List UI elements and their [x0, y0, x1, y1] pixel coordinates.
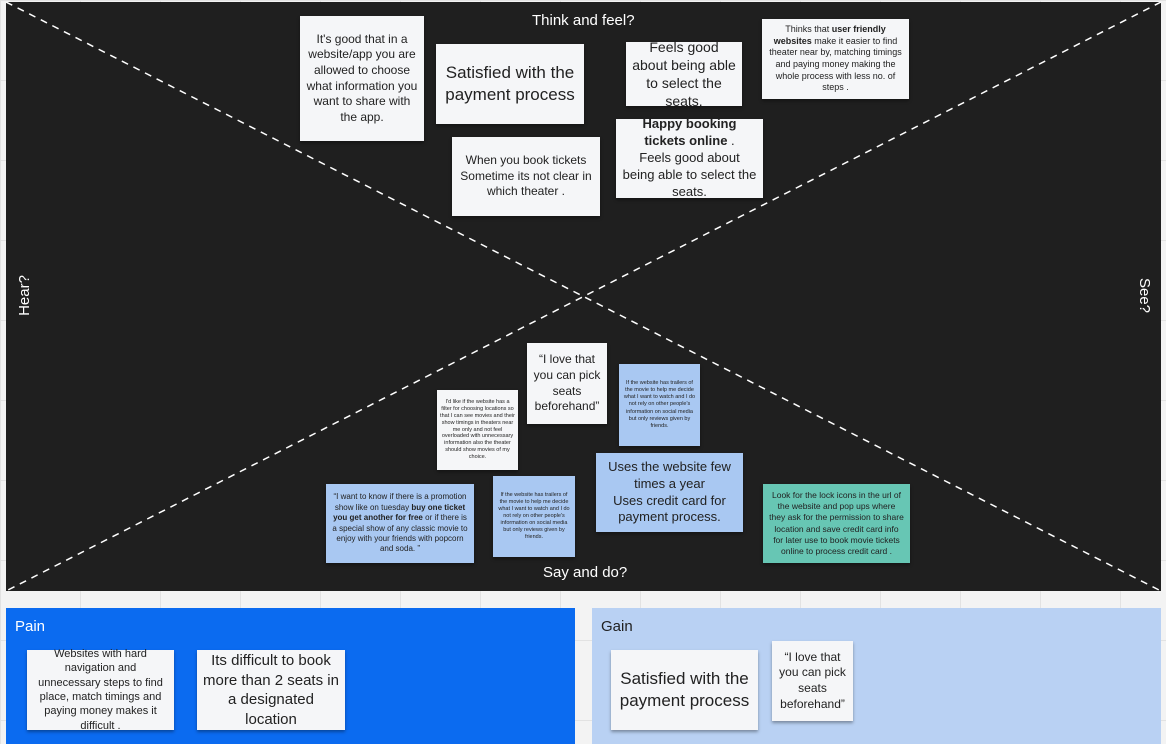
sticky-note-text: I'd like if the website has a filter for… — [440, 399, 515, 461]
sticky-note-text: If the website has trailers of the movie… — [623, 380, 696, 429]
sticky-note-text: “I love that you can pick seats beforeha… — [779, 649, 846, 711]
sticky-note-text: Its difficult to book more than 2 seats … — [203, 652, 339, 728]
sticky-note-text: “I want to know if there is a promotion … — [332, 492, 468, 554]
sticky-note[interactable]: Websites with hard navigation and unnece… — [27, 648, 174, 732]
sticky-note[interactable]: Satisfied with the payment process — [611, 650, 758, 730]
sticky-note[interactable]: If the website has trailers of the movie… — [619, 364, 700, 446]
sticky-note[interactable]: Uses the website few times a year Uses c… — [596, 453, 743, 532]
sticky-note-text: “I love that you can pick seats beforeha… — [533, 352, 601, 414]
sticky-note-text: Websites with hard navigation and unnece… — [38, 648, 163, 732]
sticky-note[interactable]: “I love that you can pick seats beforeha… — [527, 343, 607, 424]
sticky-note-text: Satisfied with the payment process — [445, 62, 575, 104]
gain-panel: Gain Satisfied with the payment process … — [592, 608, 1161, 744]
sticky-note[interactable]: “I want to know if there is a promotion … — [326, 484, 474, 563]
sticky-note-text: Happy booking tickets online .Feels good… — [622, 116, 757, 199]
sticky-note[interactable]: Happy booking tickets online .Feels good… — [616, 116, 763, 199]
quadrant-diagonals — [6, 2, 1161, 591]
sticky-note-text: When you book tickets Sometime its not c… — [460, 153, 592, 199]
sticky-note-text: It's good that in a website/app you are … — [306, 31, 418, 124]
sticky-note[interactable]: Feels good about being able to select th… — [626, 39, 742, 109]
hear-label: Hear? — [15, 275, 33, 316]
sticky-note-text: If the website has trailers of the movie… — [498, 491, 570, 541]
sticky-note-text: Feels good about being able to select th… — [632, 38, 736, 110]
sticky-note[interactable]: If the website has trailers of the movie… — [493, 476, 575, 557]
empathy-map-board: Think and feel? Say and do? Hear? See? I… — [6, 2, 1161, 591]
sticky-note-text: Look for the lock icons in the url of th… — [769, 490, 904, 556]
sticky-note[interactable]: “I love that you can pick seats beforeha… — [772, 641, 853, 721]
sticky-note[interactable]: Satisfied with the payment process — [436, 44, 584, 124]
gain-title: Gain — [601, 618, 633, 635]
sticky-note-text: Satisfied with the payment process — [619, 668, 750, 710]
sticky-note-text: Thinks that user friendly websites make … — [769, 23, 902, 93]
say-do-label: Say and do? — [543, 564, 628, 581]
pain-title: Pain — [15, 618, 46, 635]
sticky-note-text: Uses the website few times a year Uses c… — [608, 458, 731, 525]
see-label: See? — [1136, 277, 1154, 314]
sticky-note[interactable]: When you book tickets Sometime its not c… — [452, 137, 600, 216]
sticky-note[interactable]: Look for the lock icons in the url of th… — [763, 484, 910, 563]
pain-panel: Pain Websites with hard navigation and u… — [6, 608, 575, 744]
sticky-note[interactable]: Its difficult to book more than 2 seats … — [197, 650, 345, 730]
sticky-note[interactable]: I'd like if the website has a filter for… — [437, 390, 518, 470]
sticky-note[interactable]: It's good that in a website/app you are … — [300, 16, 424, 141]
sticky-note[interactable]: Thinks that user friendly websites make … — [762, 19, 909, 99]
think-feel-label: Think and feel? — [532, 12, 635, 29]
